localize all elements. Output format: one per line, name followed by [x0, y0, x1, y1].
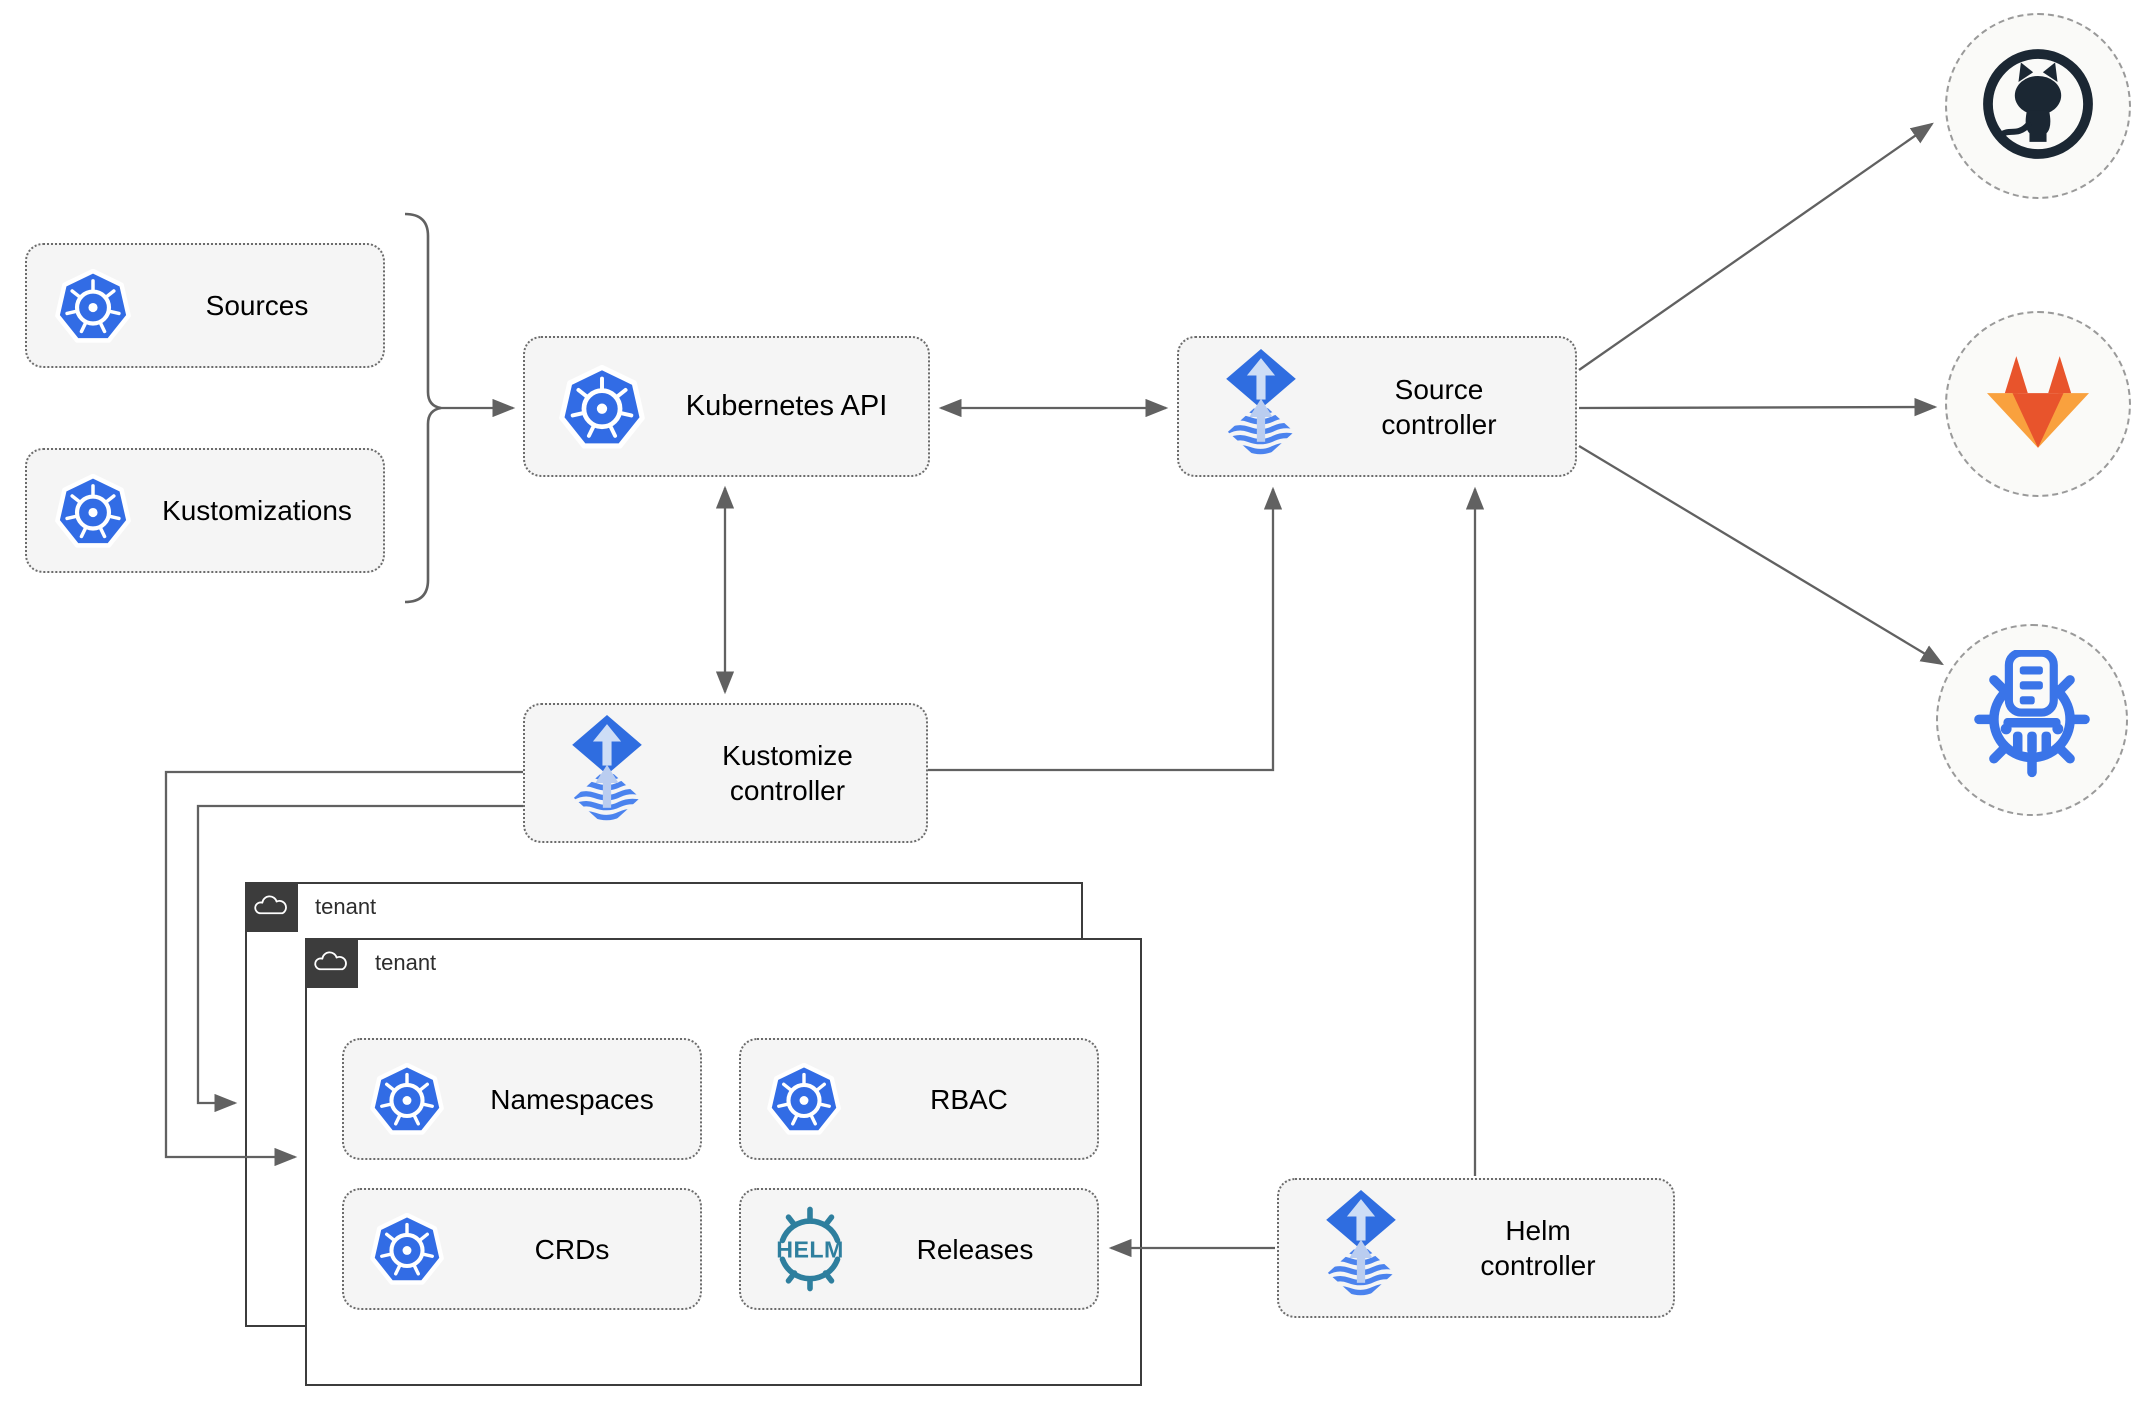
flux-icon: [1219, 349, 1303, 465]
node-releases: HELM Releases: [739, 1188, 1099, 1310]
node-crds-label: CRDs: [534, 1233, 610, 1265]
node-kustomize-controller: Kustomize controller: [523, 703, 928, 843]
tenant-back-label: tenant: [315, 894, 377, 919]
node-kubernetes-api-label: Kubernetes API: [685, 390, 888, 423]
edge-source-gitlab: [1578, 397, 1938, 417]
kubernetes-icon: [55, 269, 131, 343]
github-icon: [1977, 43, 2099, 170]
flux-icon: [1319, 1190, 1403, 1306]
node-github: [1945, 13, 2131, 199]
tenant-badge: [305, 938, 358, 988]
node-rbac: RBAC: [739, 1038, 1099, 1160]
node-helm-controller: Helm controller: [1277, 1178, 1675, 1318]
helm-icon: HELM: [767, 1206, 853, 1292]
node-chartmuseum: [1936, 624, 2128, 816]
kubernetes-icon: [559, 365, 645, 449]
node-helm-controller-label: Helm controller: [1480, 1215, 1596, 1281]
helm-icon-text: HELM: [776, 1237, 844, 1263]
edge-source-github: [1578, 122, 1934, 371]
node-source-controller-label: Source controller: [1381, 373, 1497, 440]
kubernetes-icon: [370, 1213, 444, 1285]
edge-source-chartmuseum: [1578, 445, 1944, 666]
node-namespaces: Namespaces: [342, 1038, 702, 1160]
node-kustomizations: Kustomizations: [25, 448, 385, 573]
node-source-controller: Source controller: [1177, 336, 1577, 477]
edge-bracket: [404, 212, 442, 604]
node-gitlab: [1945, 311, 2131, 497]
kubernetes-icon: [55, 474, 131, 548]
node-namespaces-label: Namespaces: [490, 1083, 654, 1115]
node-sources: Sources: [25, 243, 385, 368]
node-releases-label: Releases: [916, 1233, 1034, 1265]
edge-kustomize-source: [928, 486, 1283, 772]
node-crds: CRDs: [342, 1188, 702, 1310]
kubernetes-icon: [370, 1063, 444, 1135]
tenant-badge: [245, 882, 298, 932]
node-kustomize-controller-label: Kustomize controller: [722, 740, 853, 806]
tenant-front-label: tenant: [375, 950, 437, 975]
node-kustomizations-label: Kustomizations: [162, 495, 352, 526]
node-kubernetes-api: Kubernetes API: [523, 336, 930, 477]
node-sources-label: Sources: [205, 290, 309, 321]
cloud-icon: [313, 948, 350, 979]
gitlab-icon: [1974, 351, 2102, 458]
tenant-box-front: tenant Namespaces RBAC CRDs: [305, 938, 1142, 1386]
cloud-icon: [253, 892, 290, 923]
chartmuseum-icon: [1964, 650, 2100, 791]
node-rbac-label: RBAC: [930, 1083, 1008, 1115]
kubernetes-icon: [767, 1063, 841, 1135]
flux-icon: [565, 715, 649, 831]
